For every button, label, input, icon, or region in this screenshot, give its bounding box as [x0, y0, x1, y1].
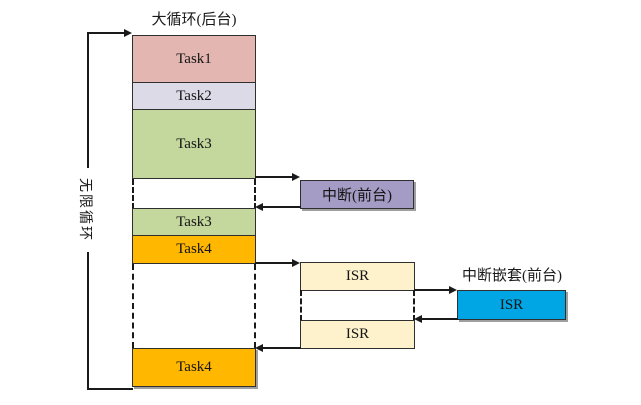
arrow-to-interrupt-line [255, 176, 292, 178]
task2-label: Task2 [176, 87, 212, 104]
main-loop-title: 大循环(后台) [151, 12, 237, 28]
task4-block-last: Task4 [132, 348, 256, 387]
task4-first-label: Task4 [176, 241, 212, 257]
arrow-from-interrupt-line [263, 206, 301, 208]
arrow-to-nested-isr-line [414, 289, 450, 291]
task4-last-label: Task4 [176, 359, 212, 375]
arrow-from-nested-isr-head-icon [414, 315, 422, 323]
loop-line-bottom-horizontal [87, 388, 133, 390]
task4-block-first: Task4 [132, 235, 256, 264]
task3-second-label: Task3 [176, 213, 212, 230]
arrow-to-isr1-line [255, 262, 292, 264]
interrupt-label: 中断(前台) [322, 188, 392, 204]
arrow-to-interrupt-head-icon [292, 173, 300, 181]
task1-label: Task1 [176, 50, 212, 67]
isr-second-label: ISR [345, 326, 370, 342]
gap1-dashed-left-edge [132, 179, 134, 209]
arrow-from-isr2-head-icon [255, 344, 263, 352]
isr-first-label: ISR [345, 268, 370, 284]
isr-box-second: ISR [300, 320, 415, 349]
nested-isr-label: ISR [499, 296, 524, 313]
task3-block-first: Task3 [132, 109, 256, 179]
interrupt-box: 中断(前台) [300, 180, 414, 209]
arrow-to-nested-isr-head-icon [449, 286, 457, 294]
loop-line-top-horizontal [88, 32, 126, 34]
infinite-loop-label: 无限循环 [77, 178, 92, 242]
gap2-dashed-right-edge [254, 264, 256, 348]
loop-arrowhead-into-top-icon [124, 29, 132, 37]
loop-line-vertical-lower [87, 252, 89, 390]
task3-block-second: Task3 [132, 208, 256, 236]
gap1-dashed-right-edge [254, 179, 256, 209]
arrow-from-nested-isr-line [422, 318, 458, 320]
isr-box-first: ISR [300, 262, 415, 291]
arrow-to-isr1-head-icon [292, 259, 300, 267]
gap2-dashed-left-edge [132, 264, 134, 348]
task3-first-label: Task3 [176, 135, 212, 152]
nested-isr-box: ISR [457, 290, 566, 320]
loop-line-vertical-upper [87, 32, 89, 168]
arrow-from-interrupt-head-icon [255, 203, 263, 211]
isr-gap-dashed-right-edge [413, 290, 415, 321]
task1-block: Task1 [132, 35, 256, 83]
task2-block: Task2 [132, 82, 256, 110]
nested-interrupt-title: 中断嵌套(前台) [462, 268, 562, 284]
isr-gap-dashed-left-edge [300, 290, 302, 321]
arrow-from-isr2-line [263, 347, 301, 349]
